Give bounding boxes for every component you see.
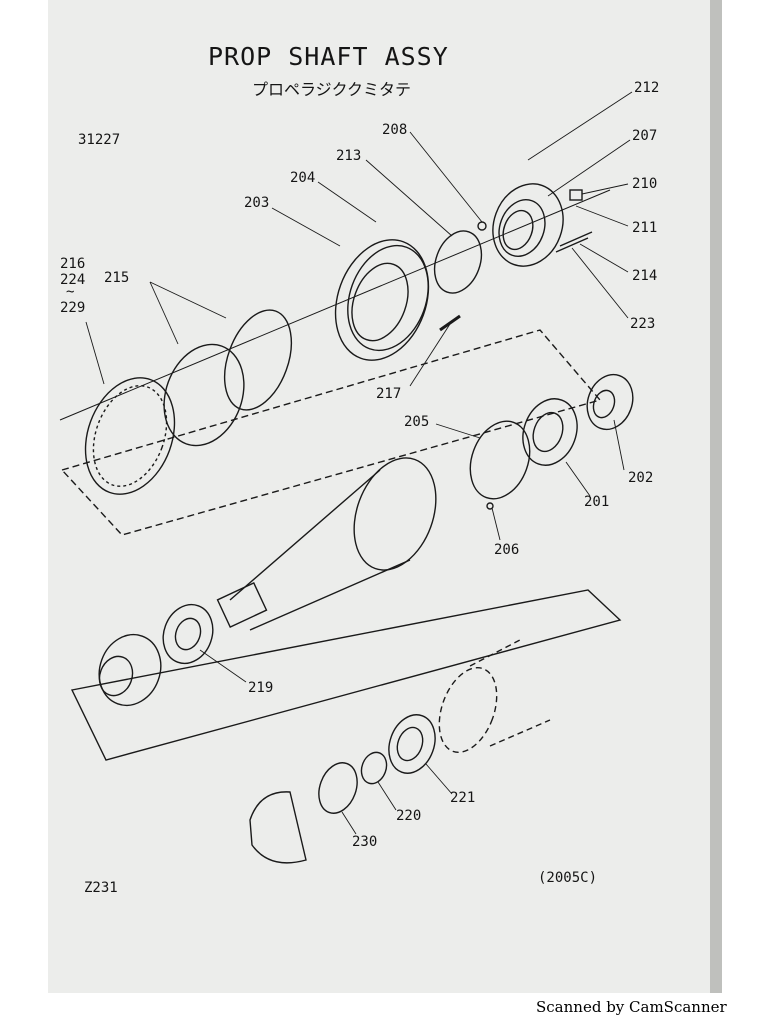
group-code: 31227 [78,132,121,148]
page-title: PROP SHAFT ASSY [208,42,449,71]
callout-211: 211 [632,220,657,236]
retainer-part [469,420,531,500]
callout-201: 201 [584,494,609,510]
taper-bearing-part [586,373,634,431]
callout-223: 223 [630,316,655,332]
callout-219: 219 [248,680,273,696]
bearing-housing-part [334,239,430,361]
snap-ring-part [318,762,358,814]
scanner-footer: Scanned by CamScanner [536,998,727,1016]
o-ring-part [433,230,483,294]
callout-214: 214 [632,268,657,284]
coupling-housing-outline [438,639,551,753]
front-bearing-part [162,603,214,665]
bearing-cage-part [492,183,564,267]
lock-nut-part [360,751,388,785]
callout-224: 224 [60,272,85,288]
callout-216: 216 [60,256,85,272]
callout-217: 217 [376,386,401,402]
bevel-pinion-shaft-part [216,457,437,631]
page-subtitle: プロペラジククミタテ [252,80,412,99]
taper-plug-part [569,189,583,201]
roller-bearing-part [522,398,578,466]
oil-seal-part [388,714,436,774]
document-page [48,0,720,993]
o-ring-medium-part [163,343,245,447]
callout-207: 207 [632,128,657,144]
dust-cap-part [249,791,307,864]
revision-code: (2005C) [538,870,598,886]
callout-206: 206 [494,542,519,558]
coupling-flange-part [98,633,162,707]
callout-202: 202 [628,470,653,486]
stud-bolt-part [559,231,593,247]
callout-230: 230 [352,834,377,850]
page-code: Z231 [84,880,118,896]
callout-tilde: ~ [66,284,74,300]
page-edge-shadow [710,0,722,993]
upper-reference-plane [60,329,602,536]
callout-208: 208 [382,122,407,138]
o-ring-large-part [223,309,293,411]
callout-205: 205 [404,414,429,430]
callout-213: 213 [336,148,361,164]
callout-215: 215 [104,270,129,286]
callout-220: 220 [396,808,421,824]
callout-221: 221 [450,790,475,806]
callout-203: 203 [244,195,269,211]
callout-210: 210 [632,176,657,192]
callout-204: 204 [290,170,315,186]
bolt-part [477,221,487,231]
callout-229: 229 [60,300,85,316]
gasket-part [84,377,176,495]
shaft-axis-line [59,189,611,421]
housing-bolt-part [439,314,461,332]
pin-part [486,502,494,510]
lower-reference-plane [70,589,622,761]
callout-212: 212 [634,80,659,96]
